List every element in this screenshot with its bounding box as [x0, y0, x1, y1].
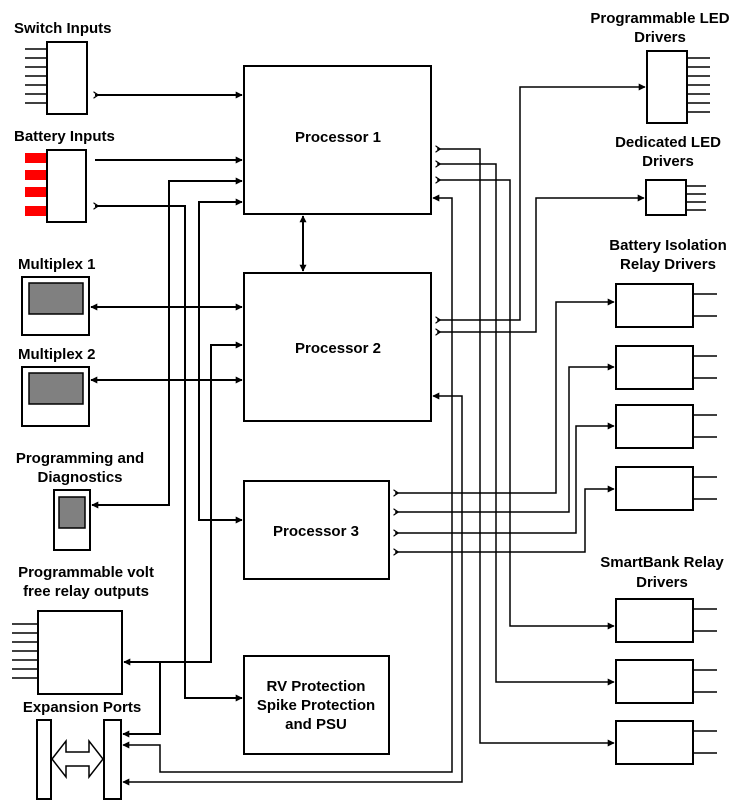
programming-diagnostics-label-line1: Programming and — [16, 450, 144, 467]
p1-to-smartbank-2-wire — [437, 164, 614, 682]
multiplex-1-device — [21, 276, 90, 336]
p3-to-isolation-relay-4-wire — [395, 489, 614, 552]
multiplex-1-label: Multiplex 1 — [18, 256, 96, 273]
battery-inputs-label: Battery Inputs — [14, 128, 115, 145]
processor-1-block: Processor 1 — [243, 65, 432, 215]
volt-free-relay-label-line2: free relay outputs — [23, 583, 149, 600]
smartbank-relay-driver — [615, 659, 717, 704]
display-screen — [28, 372, 84, 405]
smartbank-relay-driver — [615, 598, 717, 643]
programming-diagnostics-label-line2: Diagnostics — [37, 469, 122, 486]
display-screen — [58, 496, 86, 529]
smartbank-relay-label-line1: SmartBank Relay — [600, 554, 724, 571]
multiplex-2-label: Multiplex 2 — [18, 346, 96, 363]
p2-to-programmable-led-wire — [437, 87, 645, 320]
smartbank-relay-driver — [615, 720, 717, 765]
battery-inputs-connector — [25, 149, 87, 223]
programmable-led-drivers-block — [646, 50, 710, 124]
programmable-led-label-line2: Drivers — [634, 29, 686, 46]
battery-terminal — [25, 206, 47, 216]
battery-isolation-relay-driver — [615, 404, 717, 449]
p1-to-smartbank-1-wire — [437, 180, 614, 626]
psu-label-line2: Spike Protection — [257, 697, 375, 714]
programming-diagnostics-device — [53, 489, 91, 551]
multiplex-2-device — [21, 366, 90, 427]
p2-to-relay-outputs-wire — [123, 341, 243, 666]
volt-free-relay-outputs-block — [12, 610, 123, 695]
battery-terminal — [25, 170, 47, 180]
switch-inputs-connector — [25, 41, 88, 115]
programmable-led-label-line1: Programmable LED — [590, 10, 729, 27]
p1-to-p3-bus-wire — [198, 198, 243, 524]
left-connections — [90, 95, 463, 786]
protection-psu-block: RV Protection Spike Protection and PSU — [243, 655, 390, 755]
p2-to-dedicated-led-wire — [437, 198, 644, 332]
bidirectional-arrow-icon — [51, 738, 104, 780]
smartbank-relay-label-line2: Drivers — [636, 574, 688, 591]
processor-2-label: Processor 2 — [295, 340, 381, 357]
display-screen — [28, 282, 84, 315]
expansion-ports-label: Expansion Ports — [23, 699, 141, 716]
p3-to-isolation-relay-3-wire — [395, 426, 614, 533]
volt-free-relay-label-line1: Programmable volt — [18, 564, 154, 581]
dedicated-led-drivers-block — [645, 179, 706, 216]
p1-to-smartbank-3-wire — [437, 149, 614, 743]
dedicated-led-label-line1: Dedicated LED — [615, 134, 721, 151]
psu-label-line1: RV Protection — [267, 678, 366, 695]
expansion-port-link-wire — [122, 662, 161, 738]
dedicated-led-label-line2: Drivers — [642, 153, 694, 170]
battery-terminal — [25, 153, 47, 163]
psu-label-line3: and PSU — [285, 716, 347, 733]
expansion-ports-block — [36, 719, 122, 800]
right-connections — [395, 87, 645, 743]
battery-isolation-relay-driver — [615, 466, 717, 511]
processor-3-block: Processor 3 — [243, 480, 390, 580]
processor-3-label: Processor 3 — [273, 523, 359, 540]
battery-isolation-label-line2: Relay Drivers — [620, 256, 716, 273]
processor-1-label: Processor 1 — [295, 129, 381, 146]
battery-isolation-relay-driver — [615, 283, 717, 328]
processor-2-block: Processor 2 — [243, 272, 432, 422]
switch-inputs-label: Switch Inputs — [14, 20, 112, 37]
battery-isolation-label-line1: Battery Isolation — [609, 237, 727, 254]
battery-isolation-relay-driver — [615, 345, 717, 390]
battery-terminal — [25, 187, 47, 197]
